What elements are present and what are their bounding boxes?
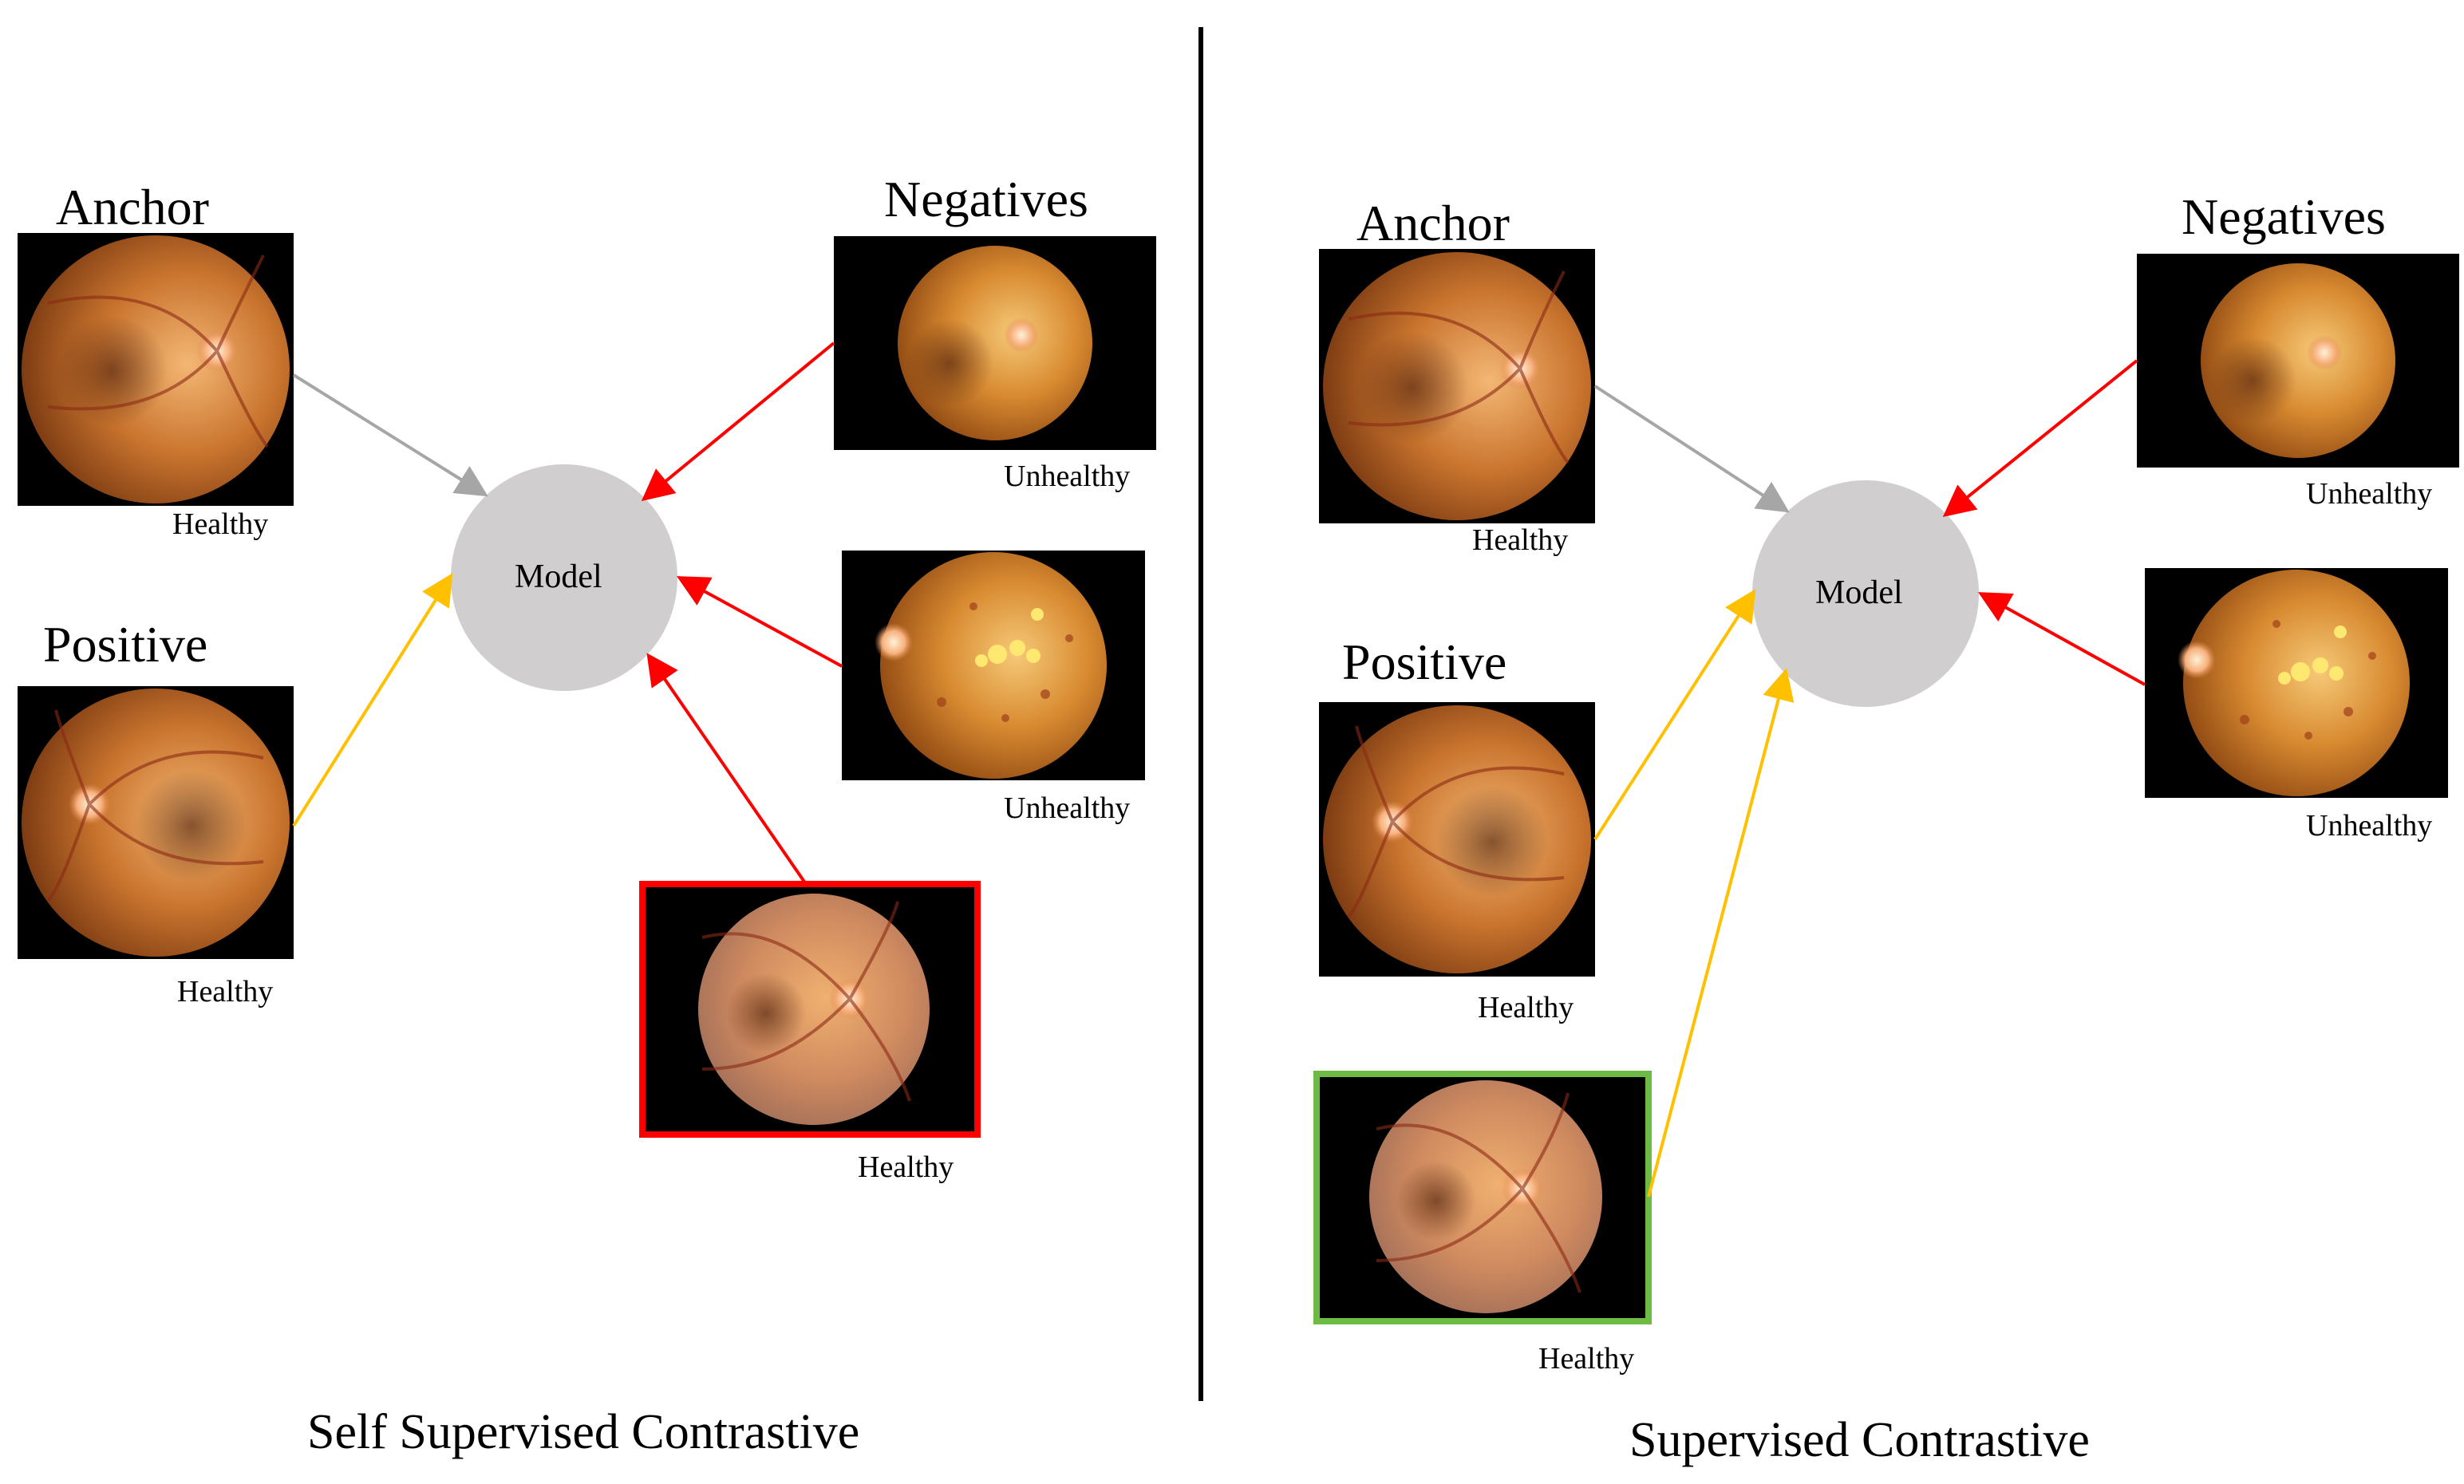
- left-negative2-arrow: [676, 576, 843, 668]
- right-model-label: Model: [1815, 574, 1903, 611]
- left-positive-caption: Healthy: [177, 975, 274, 1008]
- left-negative2-fundus-image: [842, 551, 1145, 780]
- left-positive-fundus-image: [18, 686, 294, 959]
- right-negatives-heading: Negatives: [2182, 188, 2386, 245]
- right-anchor-caption: Healthy: [1472, 523, 1569, 557]
- left-negative2-caption: Unhealthy: [1004, 791, 1131, 825]
- right-anchor-heading: Anchor: [1356, 195, 1510, 251]
- left-negative1-caption: Unhealthy: [1004, 460, 1131, 493]
- left-negative1-fundus-image: [834, 236, 1156, 450]
- left-negative3-arrow: [646, 653, 808, 886]
- left-panel-title: Self Supervised Contrastive: [307, 1405, 860, 1459]
- right-negative1-caption: Unhealthy: [2306, 477, 2433, 511]
- right-negative1-arrow: [1942, 359, 2138, 518]
- right-positive1-caption: Healthy: [1478, 991, 1574, 1024]
- left-anchor-arrow: [292, 373, 488, 497]
- right-panel-title: Supervised Contrastive: [1629, 1413, 2090, 1467]
- left-positive-heading: Positive: [43, 616, 208, 673]
- left-model-label: Model: [515, 558, 602, 595]
- right-positive2-arrow: [1647, 668, 1795, 1198]
- right-negative2-fundus-image: [2145, 568, 2448, 798]
- left-negatives-heading: Negatives: [884, 171, 1088, 227]
- right-model-node: [1752, 480, 1979, 707]
- right-positive-heading: Positive: [1342, 633, 1507, 690]
- right-positive1-arrow: [1593, 589, 1756, 841]
- left-negative1-arrow: [641, 341, 835, 502]
- right-negative1-fundus-image: [2137, 254, 2459, 468]
- left-negative3-caption: Healthy: [858, 1150, 954, 1184]
- right-negative2-arrow: [1978, 592, 2146, 686]
- left-positive-arrow: [292, 573, 453, 827]
- left-negative3-fundus-image: [639, 881, 981, 1138]
- left-model-node: [451, 464, 677, 691]
- left-anchor-heading: Anchor: [56, 179, 209, 235]
- right-positive2-caption: Healthy: [1538, 1342, 1635, 1375]
- left-anchor-fundus-image: [18, 233, 294, 506]
- right-anchor-arrow: [1593, 385, 1790, 513]
- right-positive1-fundus-image: [1319, 702, 1595, 977]
- left-anchor-caption: Healthy: [172, 507, 269, 541]
- right-negative2-caption: Unhealthy: [2306, 809, 2433, 843]
- right-anchor-fundus-image: [1319, 249, 1595, 523]
- right-positive2-fundus-image: [1313, 1071, 1652, 1324]
